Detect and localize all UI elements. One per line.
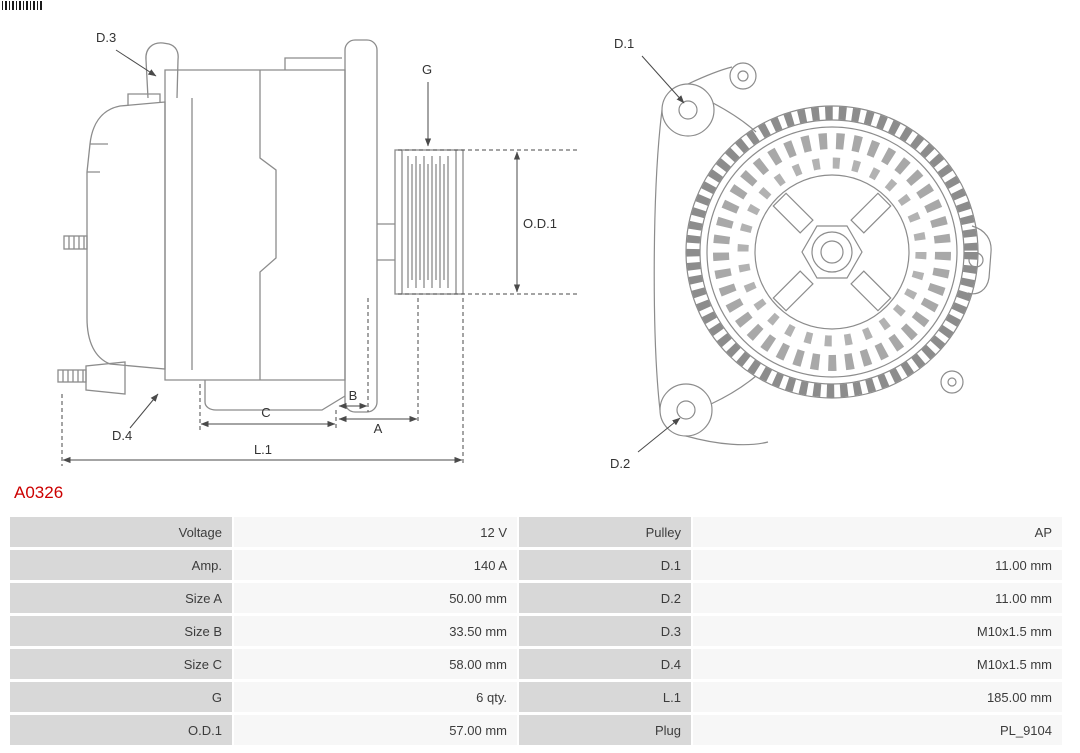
leader-d2 xyxy=(637,417,681,453)
spec-label-cell: Size C xyxy=(10,649,232,679)
spec-value-cell: 33.50 mm xyxy=(234,616,517,646)
spec-value-cell: 6 qty. xyxy=(234,682,517,712)
spec-label-cell: Amp. xyxy=(10,550,232,580)
spec-row: Size B 33.50 mm D.3 M10x1.5 mm xyxy=(10,616,1062,646)
spec-value-cell: PL_9104 xyxy=(693,715,1062,745)
spec-value-cell: 58.00 mm xyxy=(234,649,517,679)
spec-label-cell: D.1 xyxy=(519,550,691,580)
od1-extension-lines xyxy=(398,149,578,295)
dim-label-d4: D.4 xyxy=(112,428,132,443)
spec-value-cell: 185.00 mm xyxy=(693,682,1062,712)
spec-row: Size C 58.00 mm D.4 M10x1.5 mm xyxy=(10,649,1062,679)
rear-dimension-labels: D.1 D.2 xyxy=(610,36,634,471)
dim-label-a: A xyxy=(374,421,383,436)
shaft-nut-hex xyxy=(801,225,863,279)
pulley-face xyxy=(754,174,910,330)
spec-value-cell: 50.00 mm xyxy=(234,583,517,613)
dim-label-d2: D.2 xyxy=(610,456,630,471)
spec-row: Amp. 140 A D.1 11.00 mm xyxy=(10,550,1062,580)
dim-label-l1: L.1 xyxy=(254,442,272,457)
spec-label-cell: Size B xyxy=(10,616,232,646)
extension-lines xyxy=(61,298,464,466)
alternator-side-outline xyxy=(57,39,464,413)
spec-row: G 6 qty. L.1 185.00 mm xyxy=(10,682,1062,712)
cooling-fin-ring xyxy=(686,106,978,398)
dim-label-d1: D.1 xyxy=(614,36,634,51)
spec-label-cell: Pulley xyxy=(519,517,691,547)
spec-row: Size A 50.00 mm D.2 11.00 mm xyxy=(10,583,1062,613)
spec-value-cell: 11.00 mm xyxy=(693,550,1062,580)
side-view-drawing: D.3 G O.D.1 C B A L.1 D.4 xyxy=(57,30,578,466)
spec-value-cell: 12 V xyxy=(234,517,517,547)
spec-row: Voltage 12 V Pulley AP xyxy=(10,517,1062,547)
inner-vent-ring xyxy=(737,157,927,347)
spec-label-cell: D.3 xyxy=(519,616,691,646)
specs-table-body: Voltage 12 V Pulley AP Amp. 140 A D.1 11… xyxy=(10,517,1062,745)
side-dimension-lines xyxy=(61,49,578,466)
spec-label-cell: Size A xyxy=(10,583,232,613)
spec-value-cell: 57.00 mm xyxy=(234,715,517,745)
vent-slot-ring xyxy=(713,133,951,371)
spec-label-cell: Plug xyxy=(519,715,691,745)
dim-label-c: C xyxy=(261,405,270,420)
spec-value-cell: 11.00 mm xyxy=(693,583,1062,613)
spec-value-cell: M10x1.5 mm xyxy=(693,649,1062,679)
barcode-mark xyxy=(2,1,44,10)
rear-dimension-lines xyxy=(637,55,685,453)
dim-label-od1: O.D.1 xyxy=(523,216,557,231)
alternator-rear-outline xyxy=(653,62,992,446)
spec-label-cell: L.1 xyxy=(519,682,691,712)
spec-row: O.D.1 57.00 mm Plug PL_9104 xyxy=(10,715,1062,745)
spec-label-cell: D.4 xyxy=(519,649,691,679)
spec-value-cell: AP xyxy=(693,517,1062,547)
dim-label-g: G xyxy=(422,62,432,77)
pulley-spokes xyxy=(772,192,892,312)
specs-table: Voltage 12 V Pulley AP Amp. 140 A D.1 11… xyxy=(8,514,1064,748)
leader-d4 xyxy=(129,393,159,429)
dim-label-b: B xyxy=(349,388,358,403)
dim-label-d3: D.3 xyxy=(96,30,116,45)
mount-ear-top xyxy=(661,83,715,137)
leader-d3 xyxy=(115,49,157,77)
spec-label-cell: Voltage xyxy=(10,517,232,547)
spec-label-cell: O.D.1 xyxy=(10,715,232,745)
part-number: A0326 xyxy=(14,483,64,502)
rear-view-drawing: D.1 D.2 xyxy=(610,36,992,471)
leader-d1 xyxy=(641,55,685,104)
spec-label-cell: D.2 xyxy=(519,583,691,613)
spec-value-cell: M10x1.5 mm xyxy=(693,616,1062,646)
side-dimension-labels: D.3 G O.D.1 C B A L.1 D.4 xyxy=(96,30,557,457)
spec-label-cell: G xyxy=(10,682,232,712)
technical-drawings: D.3 G O.D.1 C B A L.1 D.4 xyxy=(57,30,992,471)
spec-value-cell: 140 A xyxy=(234,550,517,580)
